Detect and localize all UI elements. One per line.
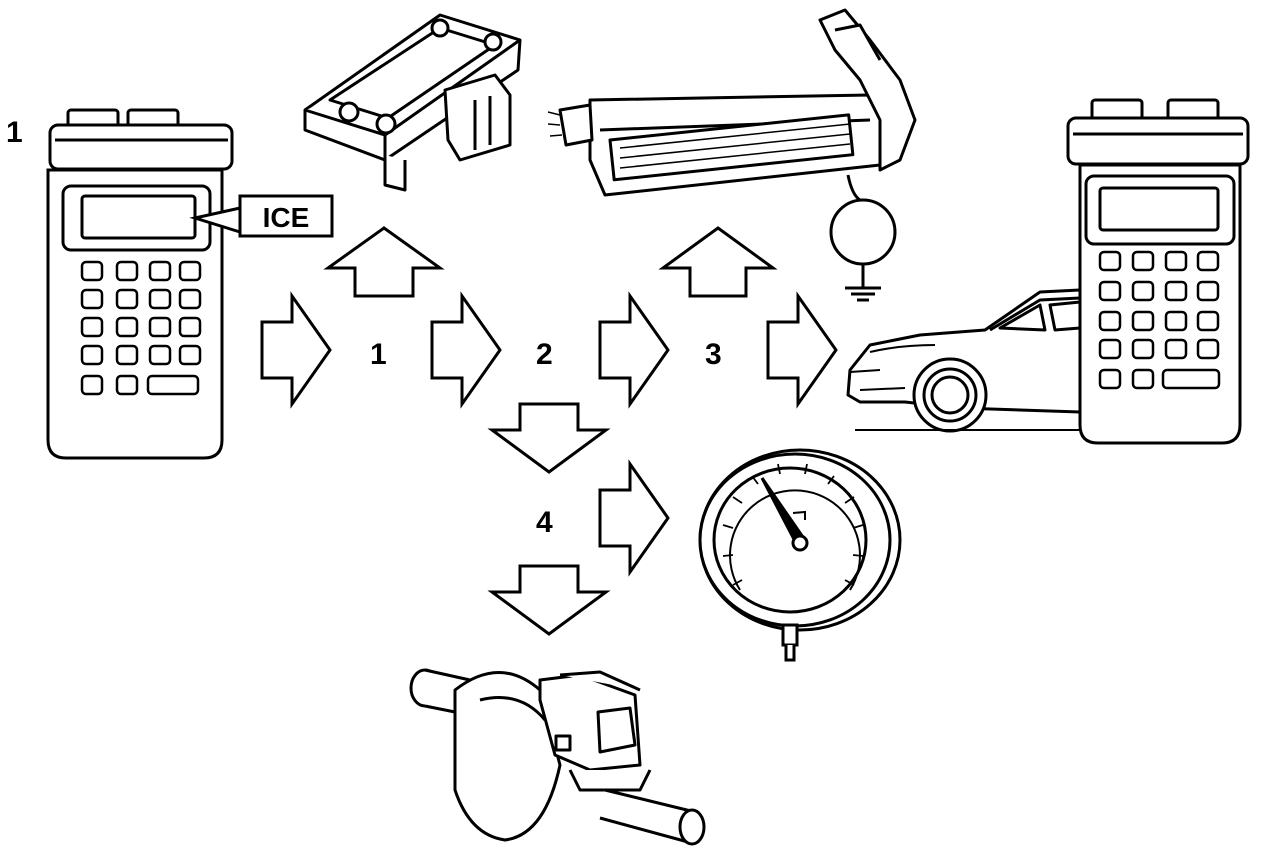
ice-callout: ICE xyxy=(238,194,334,238)
solenoid-valve-illustration xyxy=(409,668,706,846)
step-number-4: 4 xyxy=(536,506,553,539)
arrow-right-2 xyxy=(430,291,502,409)
arrow-right-3 xyxy=(598,291,670,409)
figure-number: 1 xyxy=(6,116,23,149)
arrow-right-1 xyxy=(260,291,332,409)
step-number-3: 3 xyxy=(705,338,722,371)
control-module-illustration xyxy=(547,8,917,302)
vacuum-gauge-illustration xyxy=(698,448,902,662)
arrow-down-1 xyxy=(487,402,611,474)
arrow-up-1 xyxy=(323,226,445,298)
scan-tool-left xyxy=(46,108,242,460)
step-number-1: 1 xyxy=(370,338,387,371)
step-number-2: 2 xyxy=(536,338,553,371)
arrow-up-2 xyxy=(658,226,778,298)
pressure-sensor-illustration xyxy=(303,13,522,192)
ice-callout-text: ICE xyxy=(263,202,310,233)
car-illustration xyxy=(846,288,1082,433)
arrow-down-2 xyxy=(487,564,611,636)
scan-tool-right xyxy=(1066,98,1250,445)
arrow-right-5 xyxy=(598,459,670,577)
arrow-right-4 xyxy=(766,291,838,409)
flow-arrows xyxy=(260,226,838,636)
